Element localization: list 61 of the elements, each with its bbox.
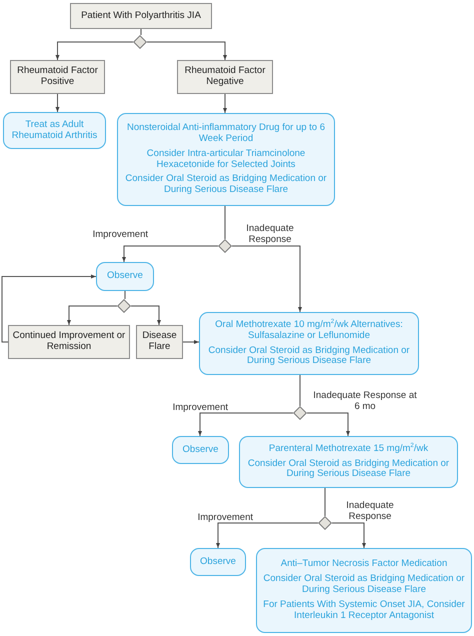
decision-diamond — [117, 299, 131, 313]
process-box — [177, 60, 273, 94]
treatment-box — [190, 548, 246, 576]
box-text: Observe — [182, 444, 218, 456]
treatment-box — [256, 548, 472, 633]
treatment-box — [172, 436, 229, 464]
arrow — [56, 42, 134, 60]
edge-label: Inadequate Response — [245, 223, 295, 246]
arrow — [67, 306, 118, 326]
connector-line — [324, 488, 326, 516]
arrow — [216, 522, 318, 548]
arrow — [306, 412, 350, 436]
treatment-box — [3, 112, 106, 149]
box-text: Continued Improvement or Remission — [12, 331, 126, 353]
box-text: Nonsteroidal Anti-inflammatory Drug for up to 6 Week Period — [126, 122, 326, 145]
treatment-box — [117, 113, 335, 206]
process-box — [10, 60, 105, 94]
box-text: Oral Methotrexate 10 mg/m$^{2}$/wk Alternatives: Sulfasalazine or Leflunomide — [214, 320, 404, 342]
decision-diamond — [133, 35, 147, 49]
edge-label: Improvement — [92, 229, 148, 240]
treatment-box — [199, 312, 419, 375]
connector-line — [224, 206, 226, 240]
edge-label: Inadequate Response at 6 mo — [312, 390, 418, 413]
box-text: For Patients With Systemic Onset JIA, Consider Interleukin 1 Receptor Antagonist — [262, 600, 466, 622]
box-text: Rheumatoid Factor Negative — [184, 66, 266, 88]
connector-line — [124, 290, 126, 300]
arrow — [182, 340, 200, 344]
box-text: Consider Oral Steroid as Bridging Medication or During Serious Disease Flare — [262, 574, 466, 596]
edge-label: Improvement — [198, 512, 253, 524]
arrow — [130, 306, 161, 326]
decision-diamond — [218, 239, 232, 253]
process-box — [70, 3, 212, 29]
connector-line — [140, 28, 142, 36]
box-text: Consider Oral Steroid as Bridging Medication or During Serious Disease Flare — [246, 458, 450, 480]
arrow — [198, 412, 294, 436]
arrow — [223, 94, 227, 114]
box-text: Consider Oral Steroid as Bridging Medication or During Serious Disease Flare — [207, 346, 411, 368]
edge-label: Improvement — [172, 402, 228, 414]
arrow — [332, 522, 366, 548]
box-text: Disease Flare — [141, 331, 178, 353]
box-text: Anti–Tumor Necrosis Factor Medication — [280, 559, 448, 570]
box-text: Observe — [107, 271, 143, 282]
arrow — [232, 246, 302, 312]
decision-diamond — [318, 516, 332, 530]
arrow — [2, 274, 96, 342]
arrow — [146, 42, 227, 60]
box-text: Patient With Polyarthritis JIA — [81, 10, 201, 22]
arrow — [56, 94, 60, 112]
box-text: Rheumatoid Factor Positive — [16, 66, 99, 88]
treatment-box — [239, 436, 458, 488]
process-box — [136, 325, 183, 359]
box-text: Observe — [200, 556, 236, 568]
box-text: Consider Oral Steroid as Bridging Medication or During Serious Disease Flare — [124, 174, 328, 196]
box-text: Consider Intra-articular Triamcinolone Hexacetonide for Selected Joints — [146, 148, 306, 170]
arrow — [122, 246, 218, 262]
box-text: Parenteral Methotrexate 15 mg/m$^{2}$/wk — [268, 444, 428, 455]
box-text: Treat as Adult Rheumatoid Arthritis — [10, 120, 98, 142]
process-box — [8, 325, 130, 359]
decision-diamond — [293, 406, 307, 420]
treatment-box — [96, 262, 154, 291]
edge-label: Inadequate Response — [345, 500, 395, 523]
